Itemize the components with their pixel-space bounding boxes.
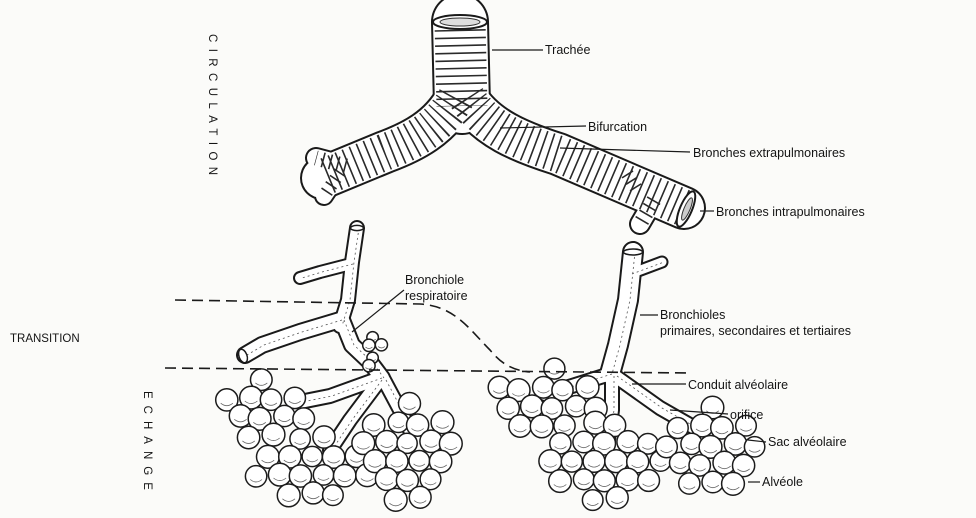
label-orifice: orifice: [730, 408, 763, 422]
label-alveole: Alvéole: [762, 475, 803, 489]
alveolus: [323, 485, 344, 506]
alveolus: [544, 358, 565, 379]
alveolus: [679, 473, 700, 494]
alveolus: [245, 466, 266, 487]
alveolus: [375, 339, 387, 351]
alveolus: [376, 431, 398, 453]
alveolus: [582, 490, 603, 511]
alveolus: [388, 412, 408, 432]
alveolus: [702, 471, 724, 493]
alveolus: [363, 339, 375, 351]
alveolus: [606, 487, 628, 509]
alveolus: [530, 415, 553, 438]
alveolus: [638, 470, 660, 492]
alveolus: [539, 450, 562, 473]
alveolus: [576, 376, 599, 399]
alveolus: [722, 472, 745, 495]
zone-label-echange: ECHANGE: [141, 391, 153, 497]
alveolus: [549, 470, 572, 493]
label-bifurcation: Bifurcation: [588, 120, 647, 134]
left-bronchiole-cap: [351, 225, 364, 230]
alveolus: [293, 408, 315, 430]
alveolus: [384, 488, 407, 511]
right-bronchiole-cap: [624, 249, 643, 255]
label-bronchioles-1: Bronchioles: [660, 308, 725, 322]
label-sac-alveolaire: Sac alvéolaire: [768, 435, 847, 449]
alveolus: [409, 486, 431, 508]
alveolus: [533, 377, 555, 399]
alveolus: [302, 482, 324, 504]
alveolus: [409, 451, 430, 472]
label-bronches-intrapulmonaires: Bronches intrapulmonaires: [716, 205, 865, 219]
alveolus: [561, 451, 582, 472]
alveolus: [375, 468, 398, 491]
label-trachee: Trachée: [545, 43, 590, 57]
alveolus: [334, 465, 356, 487]
alveolus: [277, 484, 300, 507]
alveolus: [313, 426, 335, 448]
label-bronchiole-respiratoire-2: respiratoire: [405, 289, 468, 303]
label-bronches-extrapulmonaires: Bronches extrapulmonaires: [693, 146, 845, 160]
alveolus: [262, 423, 285, 446]
alveolus: [566, 396, 587, 417]
alveolus: [573, 469, 594, 490]
zone-label-transition: TRANSITION: [10, 333, 80, 345]
alveolus: [237, 426, 259, 448]
label-conduit-alveolaire: Conduit alvéolaire: [688, 378, 788, 392]
alveolus: [399, 393, 421, 415]
label-bronchioles-2: primaires, secondaires et tertiaires: [660, 324, 851, 338]
alveolus: [509, 415, 531, 437]
trachea-lumen: [440, 18, 480, 26]
alveolus: [617, 431, 639, 453]
alveolus: [670, 452, 691, 473]
alveolus: [268, 463, 291, 486]
alveolus: [302, 446, 322, 466]
alveolus: [573, 431, 595, 453]
label-bronchiole-respiratoire-1: Bronchiole: [405, 273, 464, 287]
alveolus: [744, 437, 764, 457]
zone-label-circulation: CIRCULATION: [206, 34, 218, 182]
